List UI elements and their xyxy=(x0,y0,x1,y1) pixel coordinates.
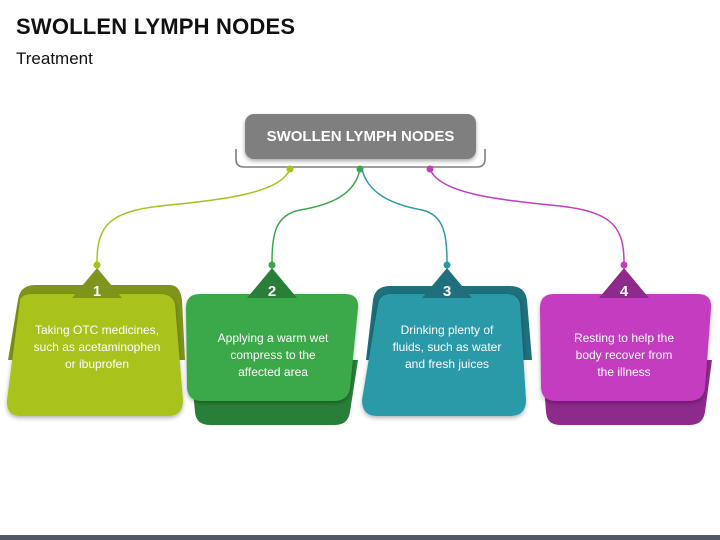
connector-4 xyxy=(426,165,628,269)
card-3-text: Drinking plenty of fluids, such as water… xyxy=(392,323,502,371)
card-3-number: 3 xyxy=(442,283,452,300)
card-3 xyxy=(362,268,532,416)
page-title: SWOLLEN LYMPH NODES xyxy=(16,14,296,39)
card-1-text: Taking OTC medicines, such as acetaminop… xyxy=(33,323,161,371)
card-4 xyxy=(540,268,712,425)
page-subtitle: Treatment xyxy=(16,49,93,68)
card-4-number: 4 xyxy=(619,283,629,300)
card-2-text: Applying a warm wet compress to the affe… xyxy=(217,331,329,379)
header-box: SWOLLEN LYMPH NODES xyxy=(245,114,476,159)
card-2 xyxy=(186,268,359,425)
connector-2 xyxy=(268,165,364,269)
connector-3 xyxy=(361,168,451,269)
card-2-number: 2 xyxy=(267,283,277,300)
card-4-text: Resting to help the body recover from th… xyxy=(573,331,675,379)
bottom-bar xyxy=(0,535,720,540)
card-1-number: 1 xyxy=(92,283,102,300)
card-1 xyxy=(6,268,185,416)
connector-1 xyxy=(93,165,294,269)
